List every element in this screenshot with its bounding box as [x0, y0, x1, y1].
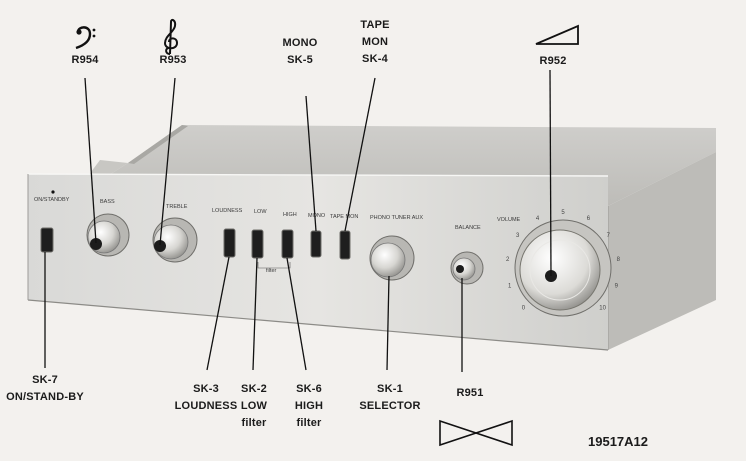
bass-clef-icon	[75, 26, 96, 50]
high-filter-button[interactable]	[281, 229, 294, 259]
treble-knob[interactable]	[152, 217, 198, 263]
panel-label-tape-mon: TAPE MON	[330, 214, 358, 220]
callout-sk7-on-standby: SK-7 ON/STAND-BY	[6, 374, 84, 403]
volume-knob[interactable]	[514, 219, 612, 317]
callout-tape-mon-sk4: TAPE MON SK-4	[360, 19, 390, 65]
panel-label-on-standby: ON/STANDBY	[34, 197, 70, 203]
volume-scale-number: 9	[615, 283, 619, 289]
callout-r952: R952	[539, 55, 567, 67]
volume-scale-number: 4	[536, 216, 540, 222]
low-filter-button[interactable]	[251, 229, 264, 259]
panel-label-volume: VOLUME	[497, 217, 521, 223]
filter-bracket	[257, 262, 291, 269]
tape-mon-button[interactable]	[339, 230, 351, 260]
bass-knob[interactable]	[86, 213, 130, 257]
volume-scale-number: 8	[617, 257, 621, 263]
callout-sk2-low-filter: SK-2 LOW filter	[240, 383, 268, 429]
callout-r954: R954	[71, 54, 99, 66]
volume-scale: 0 1 2 3 4 5 6 7 8 9 10	[506, 210, 621, 312]
panel-label-bass: BASS	[100, 199, 115, 205]
volume-scale-number: 6	[587, 216, 591, 222]
volume-ramp-icon	[535, 24, 579, 45]
callout-mono-sk5: MONO SK-5	[282, 37, 318, 66]
callout-r953: R953	[159, 54, 187, 66]
volume-scale-number: 7	[607, 233, 611, 239]
panel-label-high: HIGH	[283, 212, 297, 218]
panel-label-low: LOW	[254, 209, 267, 215]
volume-scale-number: 0	[522, 306, 526, 312]
panel-label-treble: TREBLE	[166, 204, 188, 210]
panel-label-filter: filter	[266, 268, 277, 274]
balance-icon	[439, 419, 513, 447]
panel-label-balance: BALANCE	[455, 225, 481, 231]
volume-scale-number: 5	[561, 210, 565, 216]
balance-knob[interactable]	[450, 251, 484, 285]
callout-sk3-loudness: SK-3 LOUDNESS	[174, 383, 238, 412]
treble-clef-icon	[163, 18, 179, 55]
callout-r951: R951	[456, 387, 484, 399]
panel-label-phono-tuner-aux: PHONO TUNER AUX	[370, 215, 423, 221]
callout-sk1-selector: SK-1 SELECTOR	[359, 383, 421, 412]
leader-lines	[44, 69, 552, 372]
standby-indicator	[51, 190, 55, 194]
callout-sk6-high-filter: SK-6 HIGH filter	[294, 383, 324, 429]
on-standby-button[interactable]	[40, 227, 54, 253]
selector-knob[interactable]	[369, 235, 415, 281]
volume-scale-number: 10	[599, 306, 606, 312]
volume-scale-number: 1	[508, 283, 512, 289]
amplifier-body	[27, 125, 716, 351]
panel-label-mono: MONO	[308, 213, 326, 219]
mono-button[interactable]	[310, 230, 322, 258]
reference-number: 19517A12	[588, 434, 648, 449]
loudness-button[interactable]	[223, 228, 236, 258]
panel-label-loudness: LOUDNESS	[212, 208, 243, 214]
volume-scale-number: 3	[516, 233, 520, 239]
volume-scale-number: 2	[506, 257, 510, 263]
